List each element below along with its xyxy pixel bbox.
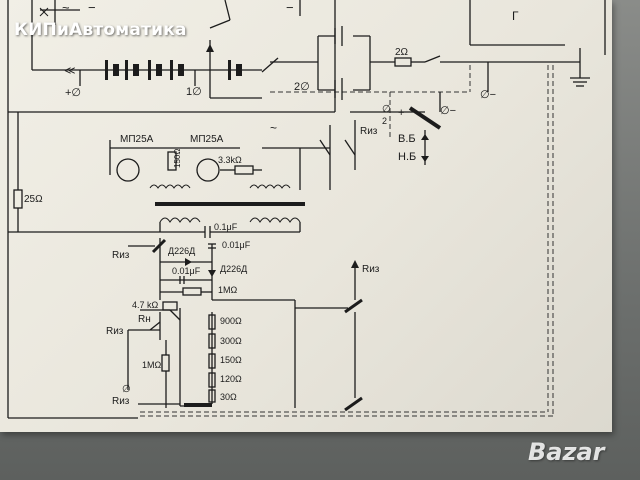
- label-r120: 120Ω: [220, 374, 242, 384]
- label-tilde-mid: ~: [270, 121, 277, 135]
- schematic-labels: ~ − − Г +∅ 1∅ 2∅ 2Ω ∅− ∅ 2 + ∅− МП25А МП…: [24, 0, 519, 407]
- label-top-g: Г: [512, 9, 519, 23]
- label-cap-01a: 0.1μF: [214, 222, 238, 232]
- label-zero-right: ∅−: [440, 105, 456, 117]
- bazar-logo: Bazar: [528, 438, 605, 466]
- label-transistor-2: МП25А: [190, 134, 224, 145]
- svg-text:≪: ≪: [64, 65, 76, 77]
- label-res-25: 25Ω: [24, 194, 43, 205]
- rectifier-network: [128, 238, 296, 408]
- label-r30: 30Ω: [220, 392, 237, 402]
- label-one-zero: 1∅: [186, 86, 202, 98]
- label-top-minus-right: −: [286, 0, 294, 15]
- label-res-3k3: 3.3kΩ: [218, 155, 242, 165]
- label-r150: 150Ω: [220, 355, 242, 365]
- transistor-stage: [109, 120, 356, 190]
- range-ladder: [140, 301, 216, 407]
- label-nb: Н.Б: [398, 151, 416, 163]
- top-left-terminals: [39, 0, 231, 29]
- transformer: [8, 202, 305, 238]
- resistor-25: [13, 112, 23, 232]
- schematic-panel: [0, 0, 612, 432]
- label-diode-a: Д226Д: [168, 246, 195, 256]
- polarity-switch: [350, 92, 442, 165]
- label-r900: 900Ω: [220, 316, 242, 326]
- label-res-47k: 4.7 kΩ: [132, 300, 159, 310]
- label-cap-01b: 0.01μF: [172, 266, 201, 276]
- label-res-1m-a: 1MΩ: [218, 285, 238, 295]
- frame-lines: [7, 0, 606, 419]
- riz-switch-right: [295, 260, 363, 412]
- label-riz-4: Rиз: [106, 326, 124, 337]
- label-two-small: 2: [382, 116, 387, 126]
- label-res-150: 150Ω: [173, 149, 182, 168]
- capacitor-block: [261, 26, 590, 100]
- label-zero-bottom: ∅: [122, 384, 131, 395]
- label-riz-2: Rиз: [112, 250, 130, 261]
- dashed-shield-lines: [140, 65, 554, 417]
- label-rn: Rн: [138, 314, 151, 325]
- watermark-text: КИПиАвтоматика: [14, 20, 187, 40]
- label-vb: В.Б: [398, 133, 416, 145]
- label-plus-sign: +: [398, 107, 404, 119]
- label-diode-b: Д226Д: [220, 264, 247, 274]
- label-two-zero: 2∅: [294, 81, 310, 93]
- label-res-2ohm: 2Ω: [395, 47, 409, 58]
- label-res-1m-b: 1MΩ: [142, 360, 162, 370]
- label-transistor-1: МП25А: [120, 134, 154, 145]
- label-r300: 300Ω: [220, 336, 242, 346]
- label-zero-minus: ∅−: [480, 89, 496, 101]
- label-cap-001: 0.01μF: [222, 240, 251, 250]
- label-riz-5: Rиз: [112, 396, 130, 407]
- label-zero-top: ∅: [382, 104, 391, 115]
- label-top-minus: −: [88, 0, 96, 15]
- rn-potentiometer: [127, 312, 180, 408]
- label-plus-zero: +∅: [65, 87, 81, 99]
- label-riz-1: Rиз: [360, 126, 378, 137]
- label-riz-3: Rиз: [362, 264, 380, 275]
- battery-chain: ≪: [60, 40, 262, 99]
- label-top-tilde: ~: [62, 0, 70, 15]
